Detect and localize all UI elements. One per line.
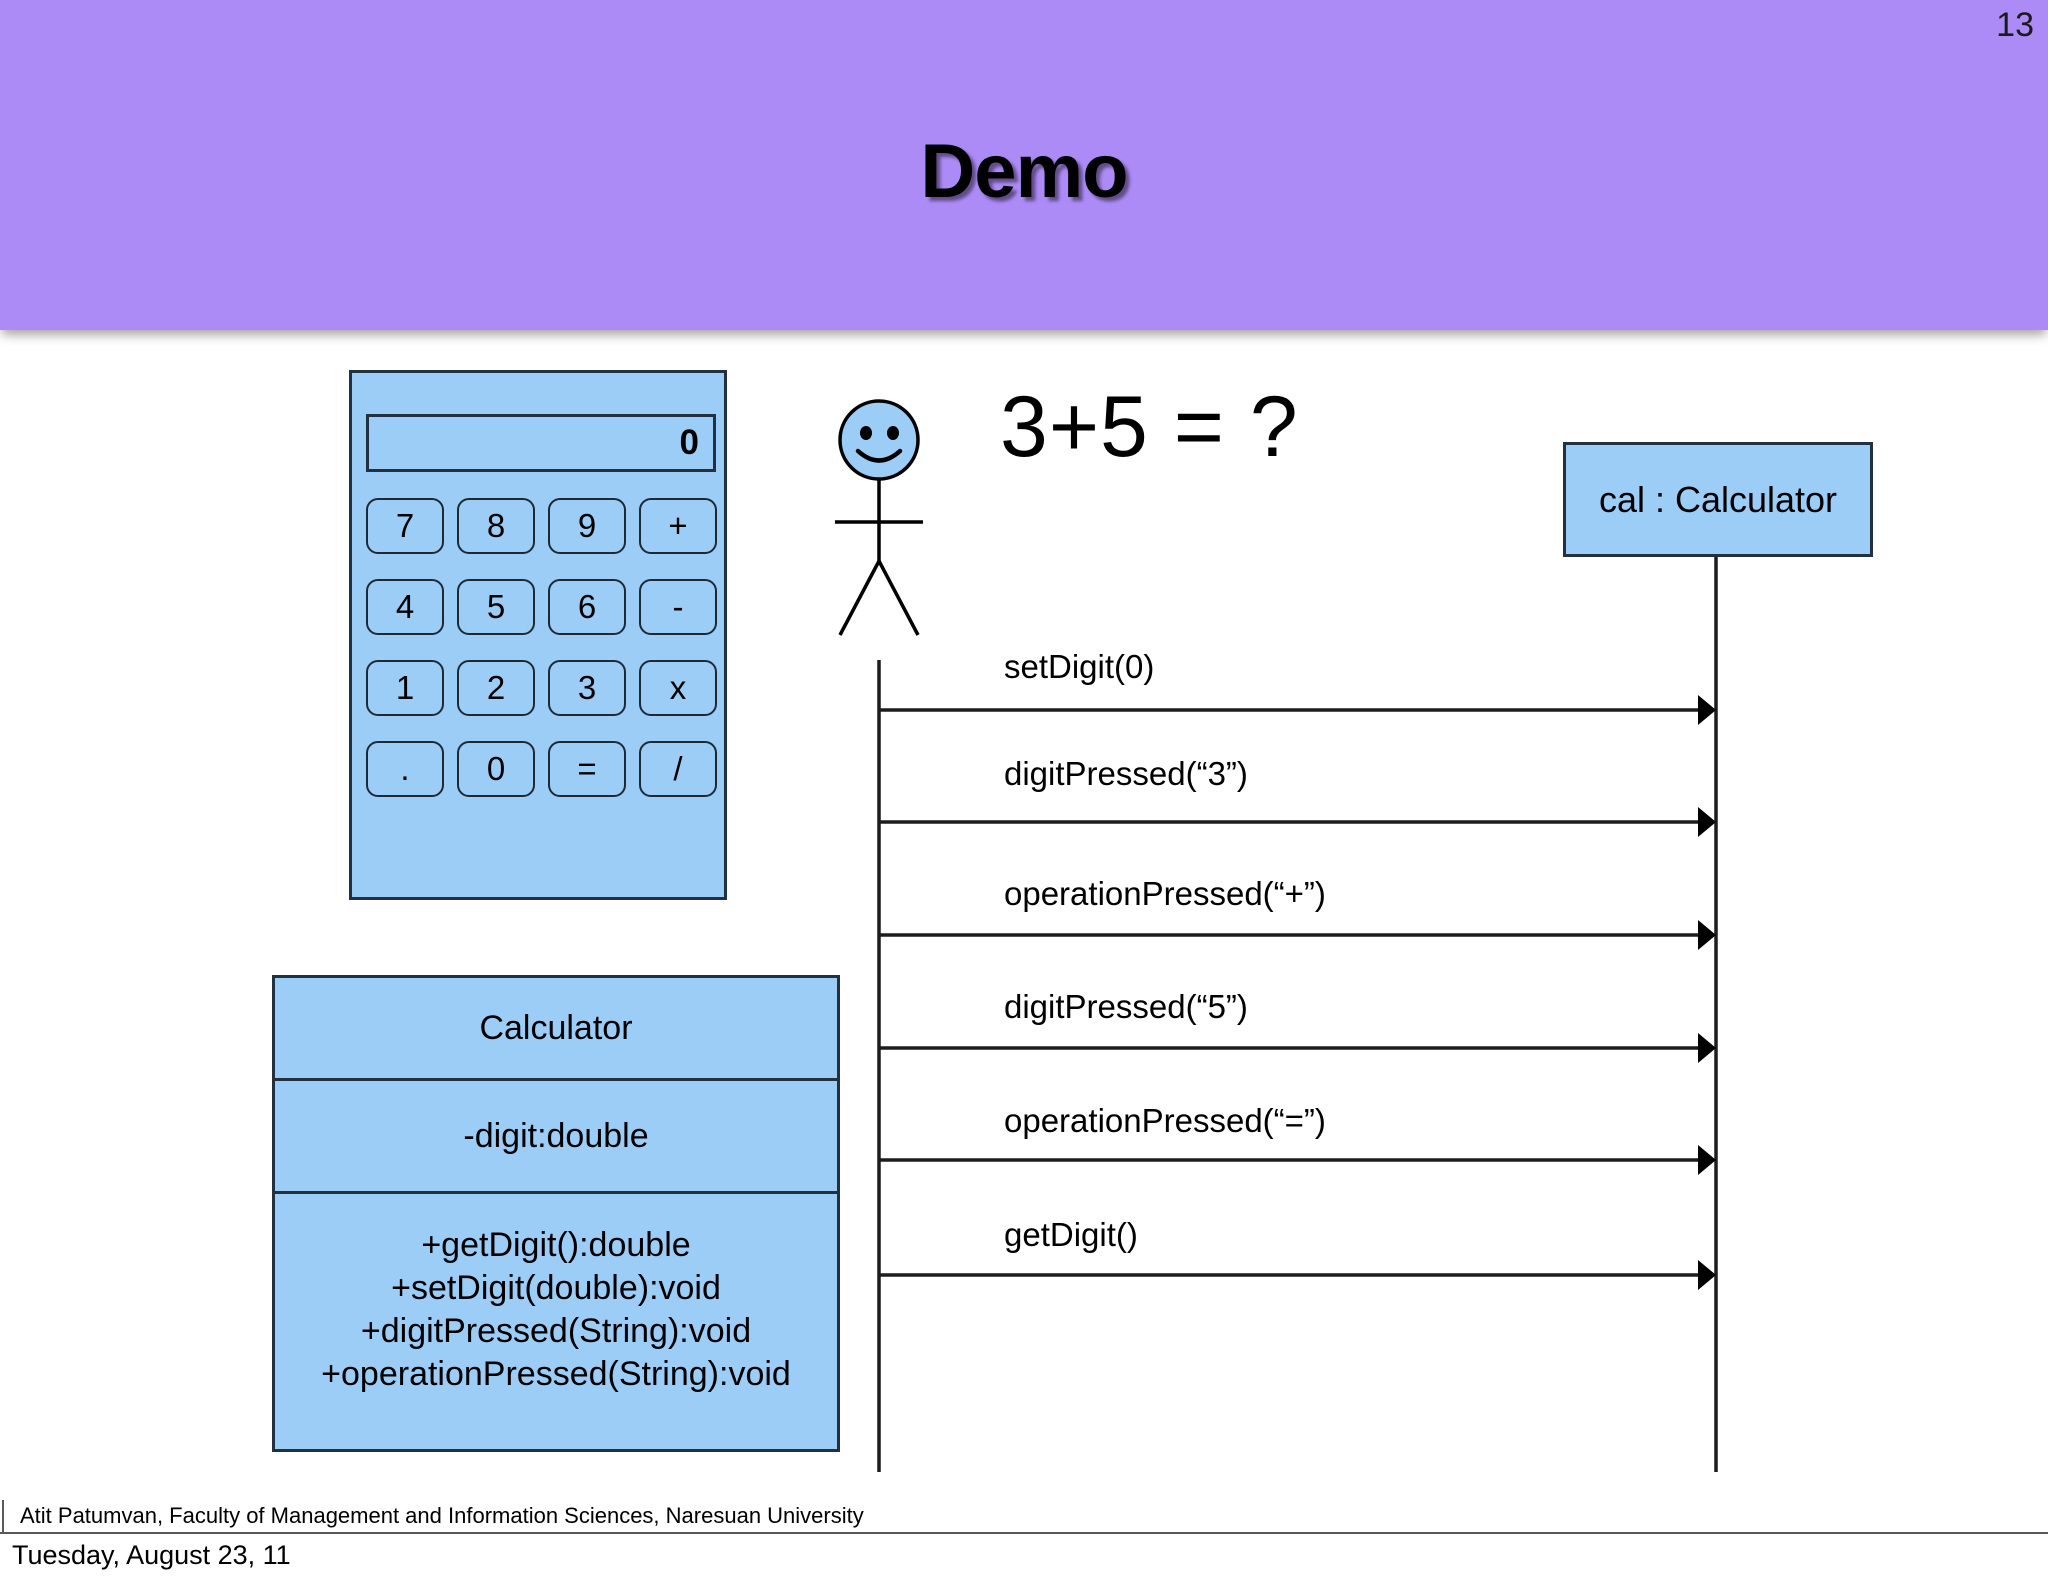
footer-credit: Atit Patumvan, Faculty of Management and… — [20, 1503, 864, 1528]
calc-key-plus[interactable]: + — [639, 498, 717, 554]
page-title: Demo — [920, 129, 1128, 214]
calculator-keypad: 7 8 9 + 4 5 6 - 1 2 3 x . 0 = / — [366, 498, 718, 797]
sequence-message-label: setDigit(0) — [1004, 648, 1155, 685]
footer-divider — [0, 1532, 2048, 1534]
sequence-message-label: operationPressed(“=”) — [1004, 1102, 1326, 1139]
page-number: 13 — [1996, 6, 2034, 44]
sequence-message-label: getDigit() — [1004, 1216, 1138, 1253]
sequence-message-label: operationPressed(“+”) — [1004, 875, 1326, 912]
calc-key-1[interactable]: 1 — [366, 660, 444, 716]
calc-key-decimal[interactable]: . — [366, 741, 444, 797]
uml-operation: +getDigit():double — [421, 1226, 691, 1264]
calc-key-9[interactable]: 9 — [548, 498, 626, 554]
uml-operation-compartment: +getDigit():double +setDigit(double):voi… — [275, 1194, 837, 1449]
uml-attribute: -digit:double — [463, 1116, 649, 1155]
calc-key-5[interactable]: 5 — [457, 579, 535, 635]
sequence-message-label: digitPressed(“3”) — [1004, 755, 1248, 792]
sequence-object-box: cal : Calculator — [1563, 442, 1873, 557]
calc-key-equals[interactable]: = — [548, 741, 626, 797]
uml-class-name: Calculator — [275, 978, 837, 1081]
uml-class-box: Calculator -digit:double +getDigit():dou… — [272, 975, 840, 1452]
uml-operation: +digitPressed(String):void — [360, 1312, 752, 1350]
calc-key-0[interactable]: 0 — [457, 741, 535, 797]
calc-key-divide[interactable]: / — [639, 741, 717, 797]
uml-operation: +setDigit(double):void — [391, 1269, 721, 1307]
footer-divider — [2, 1500, 4, 1534]
uml-attribute-compartment: -digit:double — [275, 1081, 837, 1194]
calc-key-minus[interactable]: - — [639, 579, 717, 635]
actor-stick-figure-icon — [835, 399, 923, 636]
calc-key-3[interactable]: 3 — [548, 660, 626, 716]
calc-key-8[interactable]: 8 — [457, 498, 535, 554]
sequence-message-label: digitPressed(“5”) — [1004, 988, 1248, 1025]
equation-text: 3+5 = ? — [1000, 379, 1299, 475]
calc-key-2[interactable]: 2 — [457, 660, 535, 716]
footer-date: Tuesday, August 23, 11 — [12, 1540, 291, 1570]
calc-key-4[interactable]: 4 — [366, 579, 444, 635]
calc-key-multiply[interactable]: x — [639, 660, 717, 716]
calc-key-7[interactable]: 7 — [366, 498, 444, 554]
calculator-display-value: 0 — [679, 423, 699, 462]
slide-header-band — [0, 0, 2048, 330]
calc-key-6[interactable]: 6 — [548, 579, 626, 635]
calculator-display: 0 — [366, 414, 716, 472]
calculator-widget: 0 7 8 9 + 4 5 6 - 1 2 3 x . 0 = / — [349, 370, 727, 900]
uml-operation: +operationPressed(String):void — [321, 1355, 791, 1393]
